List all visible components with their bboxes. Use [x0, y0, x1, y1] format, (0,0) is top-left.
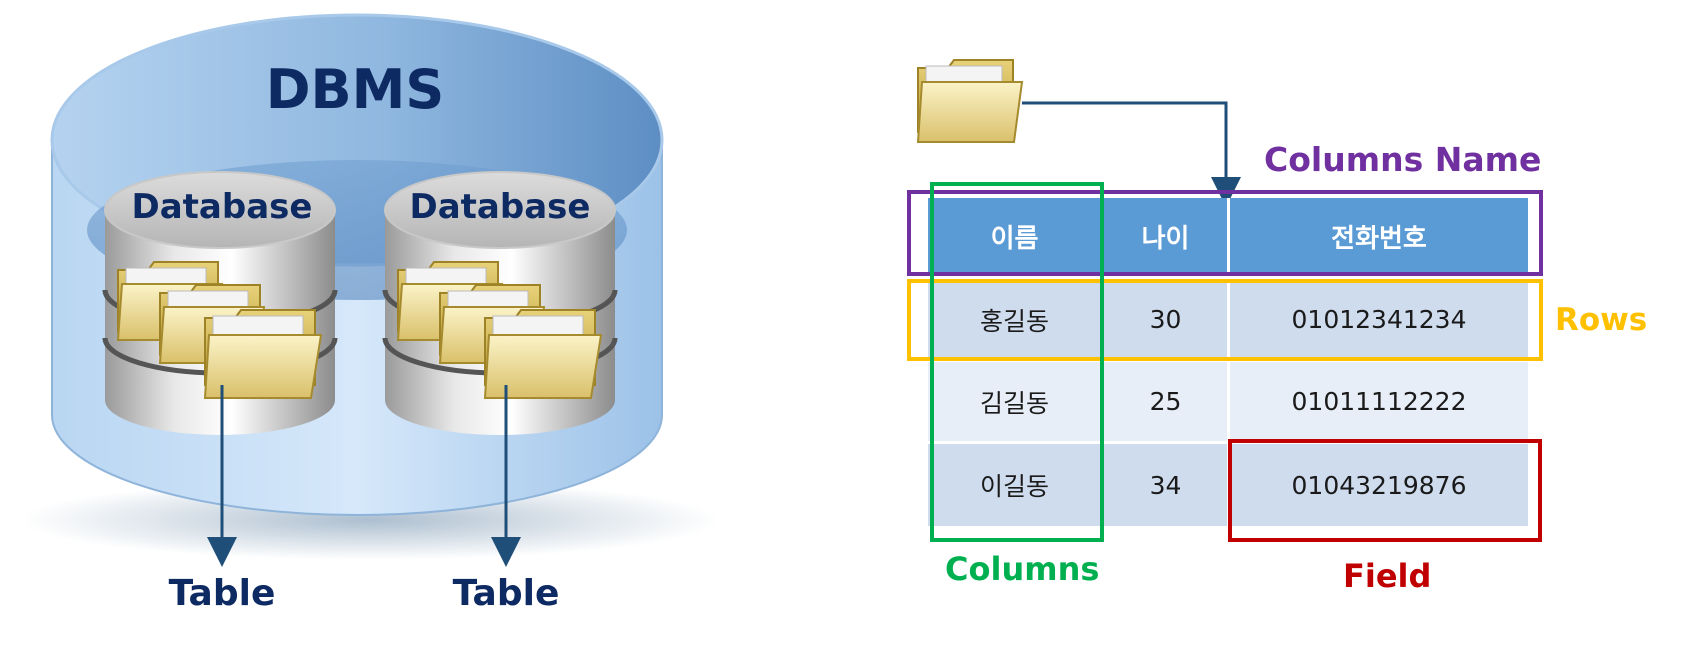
table-cell: 이길동 — [928, 444, 1104, 526]
dbms-title: DBMS — [266, 58, 445, 121]
database-label-2: Database — [410, 187, 591, 227]
column-header: 나이 — [1104, 198, 1230, 274]
table-cell: 25 — [1104, 362, 1230, 444]
columns-name-highlight — [907, 190, 1543, 276]
table-cell: 01011112222 — [1230, 362, 1528, 444]
column-header: 이름 — [928, 198, 1104, 274]
folder-stack-icon — [116, 261, 323, 399]
rows-label: Rows — [1555, 302, 1648, 338]
table-label-1: Table — [169, 573, 276, 614]
rows-highlight — [907, 279, 1543, 361]
columns-highlight — [930, 182, 1104, 542]
columns-name-label: Columns Name — [1264, 140, 1542, 179]
columns-name-arrow — [1022, 101, 1241, 207]
field-label: Field — [1343, 557, 1432, 595]
table-cell: 34 — [1104, 444, 1230, 526]
table-cell: 01043219876 — [1230, 444, 1528, 526]
table-label-2: Table — [453, 573, 560, 614]
columns-label: Columns — [945, 550, 1100, 588]
folder-stack-icon — [396, 261, 603, 399]
folder-icon — [916, 59, 1024, 143]
field-highlight — [1228, 439, 1542, 542]
table-cell: 01012341234 — [1230, 280, 1528, 362]
column-header: 전화번호 — [1230, 198, 1528, 274]
table-cell: 김길동 — [928, 362, 1104, 444]
database-label-1: Database — [132, 187, 313, 227]
dbms-illustration: DBMS Database Database Table Table — [20, 13, 720, 614]
